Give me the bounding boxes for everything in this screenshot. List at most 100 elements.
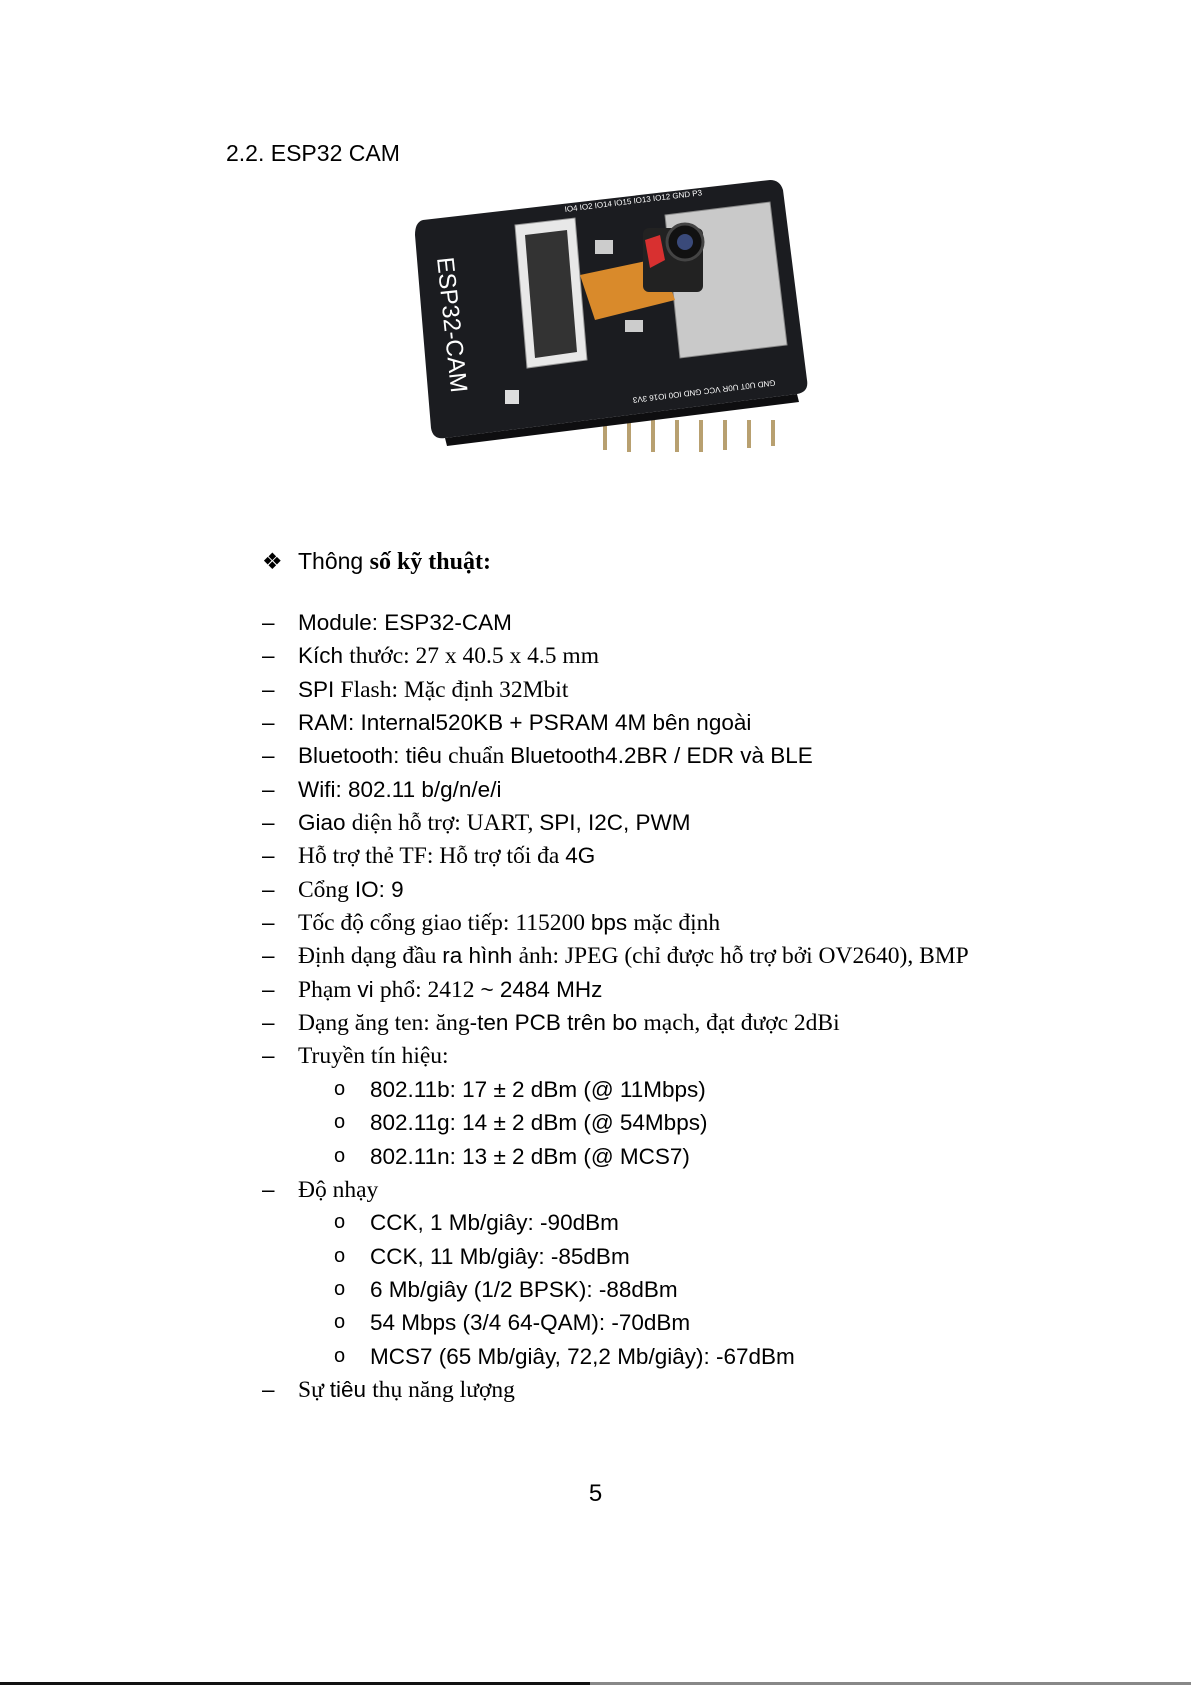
dash-bullet-icon: –	[262, 776, 275, 802]
text-segment: phổ: 2412	[379, 976, 481, 1003]
text-segment: bps	[590, 910, 634, 936]
dash-bullet-icon: –	[262, 710, 275, 736]
dash-bullet-icon: –	[262, 610, 275, 635]
section-title: 2.2. ESP32 CAM	[226, 140, 400, 166]
dash-bullet-icon: –	[262, 676, 275, 702]
text-segment: Sự	[298, 1376, 330, 1403]
list-item-text: Kích thước: 27 x 40.5 x 4.5 mm	[298, 639, 599, 673]
text-segment: ra hình	[442, 943, 519, 969]
text-segment: tiêu	[329, 1376, 373, 1402]
list-item-text: 802.11b: 17 ± 2 dBm (@ 11Mbps)	[370, 1073, 706, 1106]
specs-heading: ❖ Thông số kỹ thuật:	[262, 545, 491, 579]
list-item-text: Định dạng đầu ra hình ảnh: JPEG (chỉ đượ…	[298, 939, 969, 973]
text-segment: 6 Mb/giây (1/2 BPSK): -88dBm	[370, 1276, 678, 1302]
diamond-bullet-icon: ❖	[262, 548, 283, 574]
list-item-text: 802.11n: 13 ± 2 dBm (@ MCS7)	[370, 1140, 690, 1173]
list-item-text: Module: ESP32-CAM	[298, 606, 512, 639]
esp32-cam-photo: ESP32-CAM IO4 IO2 IO14 IO15 IO13 IO12 GN…	[415, 180, 808, 452]
page-number: 5	[588, 1480, 603, 1507]
dash-bullet-icon: –	[262, 1176, 275, 1202]
circle-bullet-icon: o	[334, 1277, 346, 1300]
text-segment: Flash: Mặc định 32Mbit	[340, 676, 569, 703]
circle-bullet-icon: o	[334, 1144, 346, 1167]
text-segment: SPI	[298, 676, 341, 702]
dash-bullet-icon: –	[262, 843, 275, 869]
text-segment: RAM: Internal520KB + PSRAM 4M bên ngoài	[298, 710, 752, 736]
text-segment: Hỗ trợ thẻ TF: Hỗ trợ tối đa	[298, 843, 566, 870]
dash-bullet-icon: –	[262, 810, 275, 836]
list-item-text: 6 Mb/giây (1/2 BPSK): -88dBm	[370, 1273, 678, 1306]
text-segment: CCK, 11 Mb/giây: -85dBm	[370, 1243, 630, 1269]
text-segment: SPI, I2C, PWM	[539, 810, 691, 836]
dash-bullet-icon: –	[262, 910, 275, 936]
list-item-text: Giao diện hỗ trợ: UART, SPI, I2C, PWM	[298, 806, 691, 840]
heading-bold-text: số kỹ thuật:	[369, 549, 491, 575]
circle-bullet-icon: o	[334, 1344, 346, 1367]
text-segment: Wifi: 802.11 b/g/n/e/i	[298, 776, 502, 802]
text-segment: 4G	[565, 843, 596, 869]
text-segment: Dạng ăng ten: ăng	[298, 1010, 470, 1037]
circle-bullet-icon: o	[334, 1211, 346, 1234]
dash-bullet-icon: –	[262, 876, 275, 902]
text-segment: mặc định	[633, 910, 721, 937]
text-segment: vi	[357, 976, 380, 1002]
list-item-text: Truyền tín hiệu:	[298, 1039, 449, 1073]
text-segment: Giao	[298, 810, 352, 836]
list-item-text: MCS7 (65 Mb/giây, 72,2 Mb/giây): -67dBm	[370, 1340, 795, 1373]
circle-bullet-icon: o	[334, 1077, 346, 1100]
list-item-text: CCK, 1 Mb/giây: -90dBm	[370, 1206, 619, 1239]
list-item-text: Cổng IO: 9	[298, 873, 404, 907]
text-segment: Module: ESP32-CAM	[298, 610, 512, 635]
text-segment: 802.11b: 17 ± 2 dBm (@ 11Mbps)	[370, 1076, 706, 1102]
text-segment: Tốc độ cổng giao tiếp: 115200	[298, 910, 591, 937]
dash-bullet-icon: –	[262, 1043, 275, 1069]
list-item-text: Phạm vi phổ: 2412 ~ 2484 MHz	[298, 973, 602, 1007]
circle-bullet-icon: o	[334, 1111, 346, 1134]
text-segment: Độ nhạy	[298, 1176, 379, 1203]
text-segment: Bluetooth4.2BR / EDR và BLE	[510, 743, 813, 769]
circle-bullet-icon: o	[334, 1244, 346, 1267]
text-segment: 802.11n: 13 ± 2 dBm (@ MCS7)	[370, 1143, 690, 1169]
header-pins-icon	[603, 420, 775, 452]
list-item-text: Bluetooth: tiêu chuẩn Bluetooth4.2BR / E…	[298, 739, 813, 773]
list-item-text: 802.11g: 14 ± 2 dBm (@ 54Mbps)	[370, 1106, 707, 1139]
page-border	[0, 1682, 1191, 1685]
text-segment: -ten PCB trên bo	[469, 1010, 644, 1036]
text-segment: chuẩn	[448, 743, 511, 770]
list-item-text: CCK, 11 Mb/giây: -85dBm	[370, 1240, 630, 1273]
text-segment: ~ 2484 MHz	[480, 976, 603, 1002]
list-item-text: Wifi: 802.11 b/g/n/e/i	[298, 773, 501, 806]
heading-text: Thông	[298, 548, 370, 574]
text-segment: CCK, 1 Mb/giây: -90dBm	[370, 1210, 619, 1236]
dash-bullet-icon: –	[262, 643, 275, 669]
text-segment: thụ năng lượng	[372, 1376, 515, 1403]
text-segment: diện hỗ trợ: UART,	[351, 810, 540, 837]
list-item-text: Độ nhạy	[298, 1173, 378, 1207]
text-segment: 802.11g: 14 ± 2 dBm (@ 54Mbps)	[370, 1110, 708, 1136]
text-segment: Kích	[298, 643, 350, 669]
list-item-text: 54 Mbps (3/4 64-QAM): -70dBm	[370, 1306, 690, 1339]
text-segment: Bluetooth: tiêu	[298, 743, 449, 769]
text-segment: ảnh: JPEG (chỉ được hỗ trợ bởi OV2640), …	[518, 943, 969, 970]
list-item-text: RAM: Internal520KB + PSRAM 4M bên ngoài	[298, 706, 751, 739]
text-segment: mạch, đạt được 2dBi	[643, 1010, 840, 1037]
dash-bullet-icon: –	[262, 1010, 275, 1036]
list-item-text: Sự tiêu thụ năng lượng	[298, 1373, 515, 1407]
dash-bullet-icon: –	[262, 743, 275, 769]
list-item-text: Hỗ trợ thẻ TF: Hỗ trợ tối đa 4G	[298, 839, 595, 873]
text-segment: Phạm	[298, 976, 358, 1003]
dash-bullet-icon: –	[262, 1376, 275, 1402]
text-segment: 54 Mbps (3/4 64-QAM): -70dBm	[370, 1310, 691, 1336]
list-item-text: Tốc độ cổng giao tiếp: 115200 bps mặc đị…	[298, 906, 720, 940]
circle-bullet-icon: o	[334, 1311, 346, 1334]
text-segment: Định dạng đầu	[298, 943, 443, 970]
text-segment: IO: 9	[354, 876, 404, 902]
text-segment: thước: 27 x 40.5 x 4.5 mm	[349, 643, 599, 670]
list-item-text: SPI Flash: Mặc định 32Mbit	[298, 673, 568, 707]
dash-bullet-icon: –	[262, 976, 275, 1002]
text-segment: MCS7 (65 Mb/giây, 72,2 Mb/giây): -67dBm	[370, 1343, 795, 1369]
text-segment: Truyền tín hiệu:	[298, 1043, 449, 1070]
dash-bullet-icon: –	[262, 943, 275, 969]
list-item-text: Dạng ăng ten: ăng-ten PCB trên bo mạch, …	[298, 1006, 840, 1040]
